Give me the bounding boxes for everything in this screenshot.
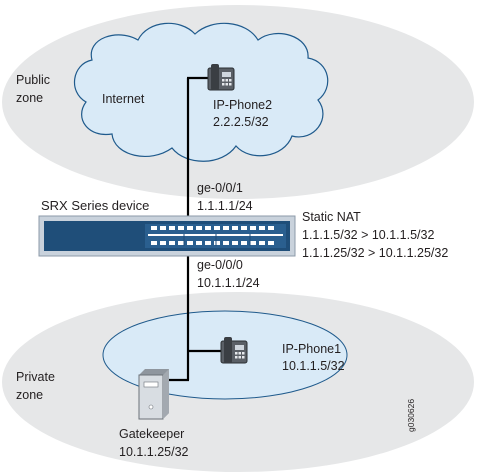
srx-device-icon <box>38 215 296 257</box>
public-zone-label: Public zone <box>16 73 50 106</box>
static-nat-rule2: 1.1.1.25/32 > 10.1.1.25/32 <box>302 246 449 260</box>
srx-device-label: SRX Series device <box>41 198 150 213</box>
static-nat-rule1: 1.1.1.5/32 > 10.1.1.5/32 <box>302 228 435 242</box>
public-zone-line2: zone <box>16 91 44 105</box>
ip-phone2-name: IP-Phone2 <box>213 98 273 112</box>
figure-id: g030626 <box>406 398 416 432</box>
internet-label: Internet <box>102 92 145 106</box>
ip-phone2-label: IP-Phone2 2.2.2.5/32 <box>213 98 272 130</box>
ge-bottom-label: ge-0/0/0 10.1.1.1/24 <box>197 258 260 291</box>
gatekeeper-label: Gatekeeper 10.1.1.25/32 <box>119 427 189 460</box>
ge-bottom-address: 10.1.1.1/24 <box>197 276 260 290</box>
gatekeeper-server-icon <box>138 369 169 420</box>
ip-phone1-address: 10.1.1.5/32 <box>282 359 345 373</box>
private-zone-label: Private zone <box>16 370 55 403</box>
ge-top-address: 1.1.1.1/24 <box>197 199 253 213</box>
private-zone-line1: Private <box>16 370 55 384</box>
private-zone-line2: zone <box>16 388 44 402</box>
static-nat-title: Static NAT <box>302 210 361 224</box>
static-nat-label: Static NAT 1.1.1.5/32 > 10.1.1.5/32 1.1.… <box>302 210 448 261</box>
ip-phone2-icon <box>207 64 235 91</box>
public-zone-line1: Public <box>16 73 51 87</box>
ge-top-name: ge-0/0/1 <box>197 181 243 195</box>
ip-phone1-name: IP-Phone1 <box>282 342 342 356</box>
ge-bottom-name: ge-0/0/0 <box>197 258 243 272</box>
ge-top-label: ge-0/0/1 1.1.1.1/24 <box>197 181 253 214</box>
gatekeeper-address: 10.1.1.25/32 <box>119 445 189 459</box>
ip-phone1-icon <box>220 337 248 364</box>
ip-phone1-label: IP-Phone1 10.1.1.5/32 <box>282 342 345 374</box>
internet-cloud <box>73 22 329 162</box>
gatekeeper-name: Gatekeeper <box>119 427 185 441</box>
ip-phone2-address: 2.2.2.5/32 <box>213 115 269 129</box>
